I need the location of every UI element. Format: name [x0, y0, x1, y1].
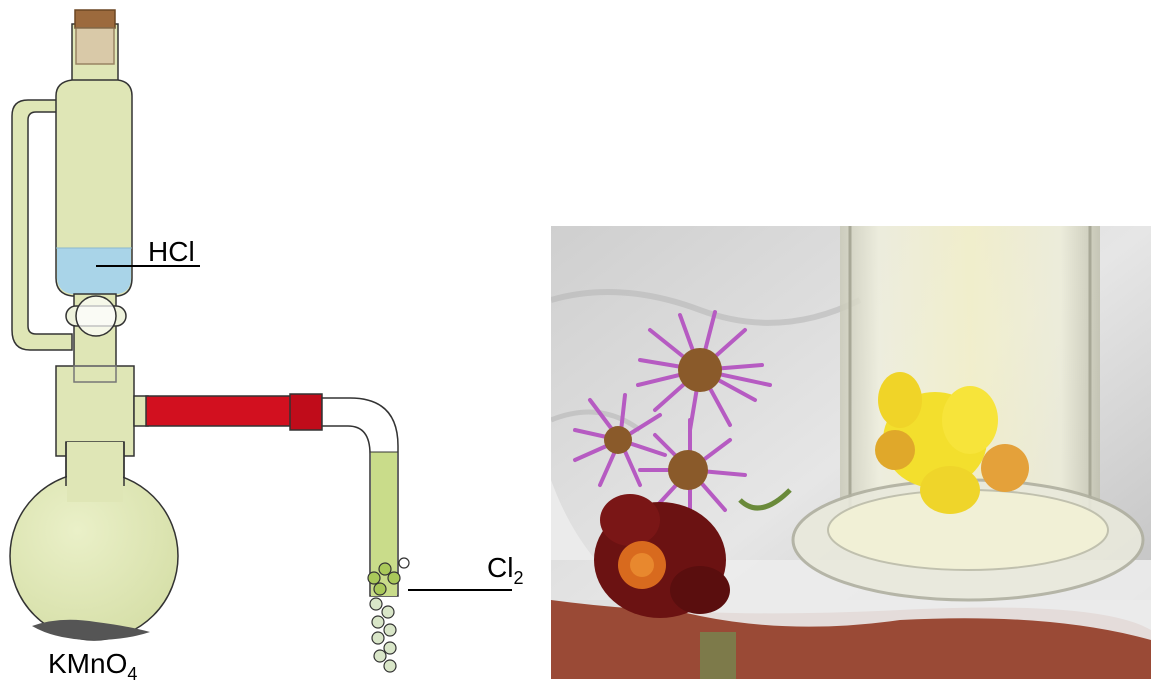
kmno4-main: KMnO [48, 648, 127, 679]
gas-bubbles [368, 558, 409, 672]
cl2-label: Cl2 [487, 552, 523, 589]
gas-generator-apparatus [10, 10, 178, 640]
cork-stopper [75, 10, 115, 28]
kmno4-subscript: 4 [127, 664, 137, 684]
cl2-main: Cl [487, 552, 513, 583]
rubber-tubing [146, 394, 322, 430]
hcl-liquid [57, 248, 131, 294]
flower-bleaching-photo [551, 226, 1151, 679]
hcl-label: HCl [148, 236, 195, 268]
cl2-subscript: 2 [513, 568, 523, 588]
kmno4-label: KMnO4 [48, 648, 137, 685]
